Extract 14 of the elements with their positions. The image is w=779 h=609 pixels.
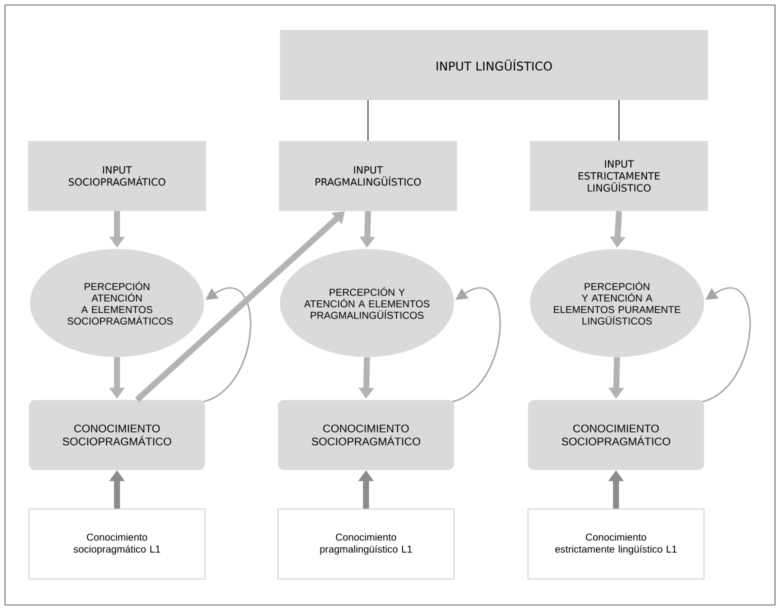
feedback-arrow (202, 288, 252, 402)
feedback-arrow (452, 288, 501, 402)
knowledge-box: CONOCIMIENTO SOCIOPRAGMÁTICO (528, 400, 704, 470)
l1-knowledge-box: Conocimiento pragmalingüístico L1 (278, 508, 454, 580)
l1-knowledge-box: Conocimiento estrictamente lingüístico L1 (528, 508, 704, 580)
input-box: INPUT PRAGMALINGÜÍSTICO (279, 140, 457, 211)
input-box: INPUT ESTRICTAMENTE LINGÜÍSTICO (530, 140, 708, 211)
knowledge-box: CONOCIMIENTO SOCIOPRAGMÁTICO (29, 400, 205, 470)
knowledge-box: CONOCIMIENTO SOCIOPRAGMÁTICO (278, 400, 454, 470)
l1-knowledge-box: Conocimiento sociopragmático L1 (28, 508, 206, 580)
connector-line (618, 100, 620, 142)
feedback-arrow (702, 288, 751, 402)
input-box: INPUT LINGÜÍSTICO (280, 30, 708, 100)
input-box: INPUT SOCIOPRAGMÁTICO (28, 140, 206, 211)
